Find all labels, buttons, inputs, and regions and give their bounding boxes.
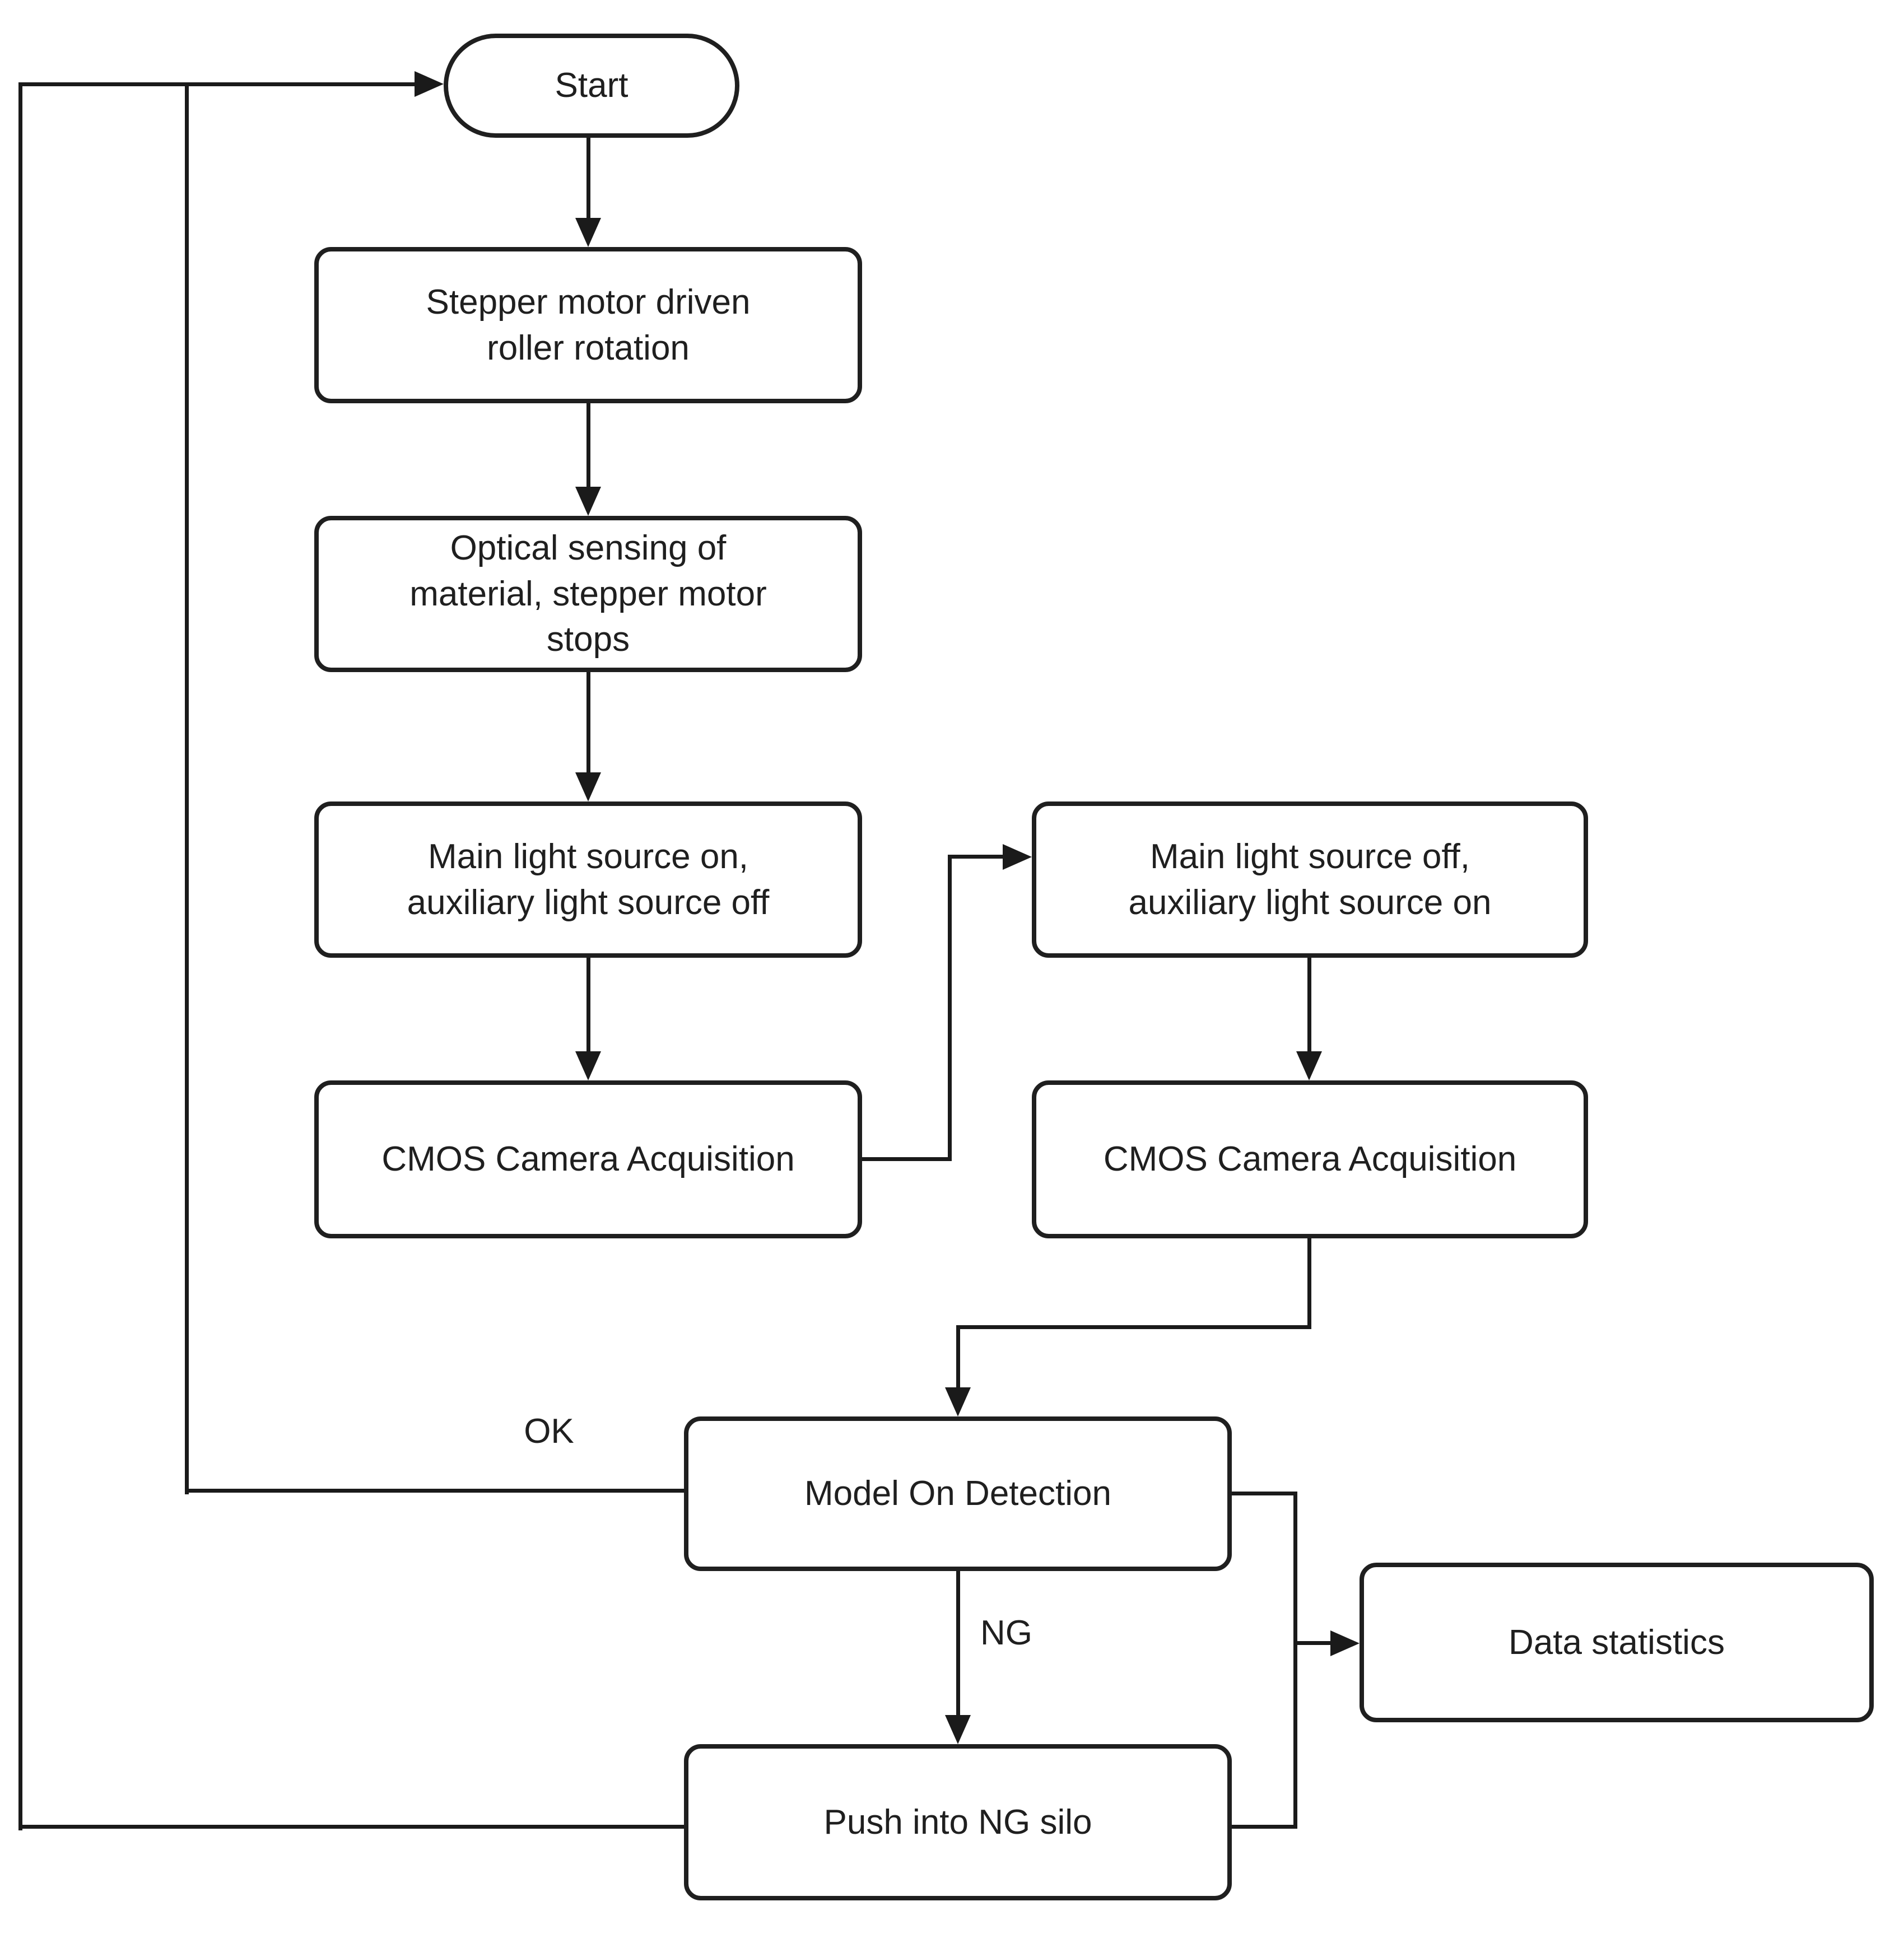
edge-ok-horizontal	[185, 1489, 684, 1493]
arrowhead-into-push-icon	[945, 1715, 971, 1744]
node-main-light-on: Main light source on, auxiliary light so…	[314, 801, 862, 958]
node-data-statistics: Data statistics	[1360, 1563, 1874, 1722]
edge-cmosright-elbow-v2	[956, 1325, 960, 1390]
edge-cmosright-elbow-h	[956, 1325, 1311, 1329]
node-cmos-camera-right: CMOS Camera Acquisition	[1032, 1080, 1588, 1238]
arrowhead-into-mainon-icon	[575, 772, 601, 801]
node-cmos-camera-left: CMOS Camera Acquisition	[314, 1080, 862, 1238]
edge-outer-loop-vertical	[18, 82, 22, 1830]
edge-cmosleft-elbow-v	[948, 855, 952, 1161]
arrowhead-into-mainoff-icon	[1003, 844, 1032, 870]
edge-cmosright-elbow-v1	[1307, 1238, 1311, 1329]
edge-mainoff-cmosright	[1307, 958, 1311, 1055]
edge-label-ng: NG	[980, 1614, 1032, 1652]
edge-model-right-horizontal	[1232, 1492, 1297, 1495]
edge-ng-vertical	[956, 1571, 960, 1717]
edge-loop-top-horizontal	[18, 82, 420, 86]
edge-cmosleft-elbow-h1	[862, 1157, 952, 1161]
edge-push-right-horizontal	[1232, 1825, 1297, 1829]
node-stepper-motor: Stepper motor driven roller rotation	[314, 247, 862, 403]
edge-trunk-vertical	[1293, 1492, 1297, 1829]
edge-mainon-cmosleft	[586, 958, 590, 1055]
edge-inner-loop-vertical	[185, 82, 189, 1494]
arrowhead-into-data-icon	[1330, 1630, 1360, 1656]
node-optical-sensing: Optical sensing of material, stepper mot…	[314, 516, 862, 672]
node-main-light-off: Main light source off, auxiliary light s…	[1032, 801, 1588, 958]
edge-label-ok: OK	[524, 1412, 574, 1451]
arrowhead-into-start-icon	[415, 71, 444, 97]
edge-start-stepper	[586, 138, 590, 222]
node-push-ng-silo: Push into NG silo	[684, 1744, 1232, 1900]
edge-data-horizontal	[1293, 1641, 1333, 1645]
edge-optical-mainon	[586, 672, 590, 776]
edge-stepper-optical	[586, 403, 590, 490]
arrowhead-into-stepper-icon	[575, 218, 601, 247]
arrowhead-into-cmosright-icon	[1296, 1051, 1322, 1080]
arrowhead-into-model-icon	[945, 1387, 971, 1416]
arrowhead-into-optical-icon	[575, 487, 601, 516]
node-start: Start	[444, 34, 739, 138]
arrowhead-into-cmosleft-icon	[575, 1051, 601, 1080]
edge-cmosleft-elbow-h2	[948, 855, 1004, 859]
node-model-detection: Model On Detection	[684, 1416, 1232, 1571]
edge-push-left-horizontal	[18, 1825, 684, 1829]
